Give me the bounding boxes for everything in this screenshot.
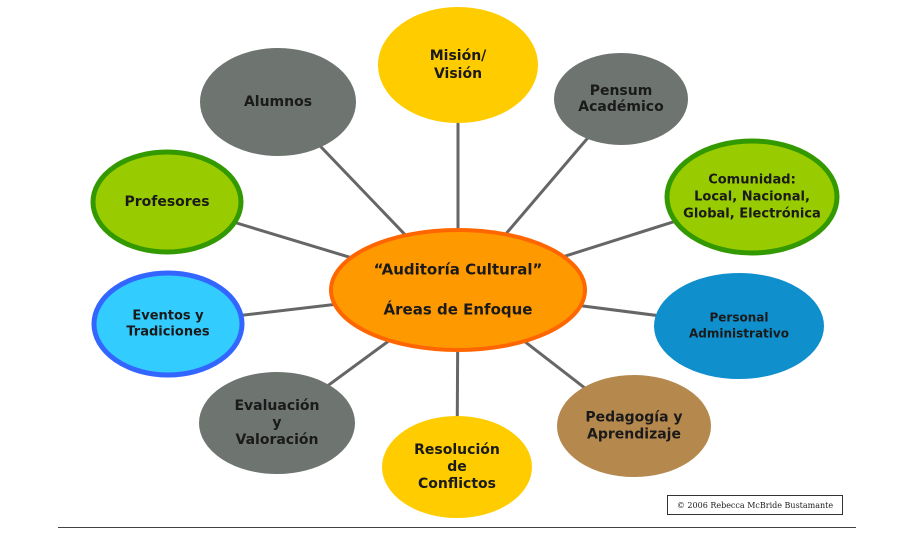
copyright-notice: © 2006 Rebecca McBride Bustamante [667, 495, 843, 515]
node-evaluacion-valoracion-label-line-2: y [272, 415, 281, 431]
center-node: “Auditoría Cultural” Áreas de Enfoque [329, 228, 587, 352]
node-pedagogia-aprendizaje-label-line-2: Aprendizaje [587, 427, 681, 443]
bottom-divider [58, 527, 856, 528]
node-evaluacion-valoracion-label-line-3: Valoración [236, 432, 319, 448]
center-node-label-line-3: Áreas de Enfoque [384, 300, 533, 319]
center-node-shape [329, 228, 587, 352]
node-eventos-tradiciones-label-line-1: Eventos y [132, 309, 204, 324]
node-pedagogia-aprendizaje-shape [557, 375, 711, 477]
node-evaluacion-valoracion-label-line-1: Evaluación [234, 398, 319, 414]
center-node-label-line-1: “Auditoría Cultural” [374, 261, 543, 279]
node-evaluacion-valoracion-shape [199, 372, 355, 474]
node-alumnos: Alumnos [200, 48, 356, 156]
node-resolucion-conflictos-shape [382, 416, 532, 518]
node-resolucion-conflictos-label-line-2: de [447, 459, 467, 475]
node-pensum-academico-shape [554, 53, 688, 145]
nodes: Misión/VisiónPensumAcadémicoComunidad:Lo… [90, 7, 840, 518]
node-eventos-tradiciones-shape [91, 270, 245, 378]
node-personal-administrativo-label-line-2: Administrativo [689, 327, 789, 341]
node-pensum-academico-label-line-1: Pensum [590, 83, 653, 99]
node-profesores-shape [90, 149, 244, 255]
node-personal-administrativo-label-line-1: Personal [710, 311, 769, 325]
node-comunidad-label-line-3: Global, Electrónica [683, 207, 821, 222]
node-mision-vision-label-line-2: Visión [434, 66, 482, 82]
node-profesores: Profesores [90, 149, 244, 255]
node-comunidad-shape [664, 138, 840, 256]
node-personal-administrativo-shape [654, 273, 824, 379]
node-resolucion-conflictos-label-line-1: Resolución [414, 442, 500, 458]
node-alumnos-shape [200, 48, 356, 156]
node-alumnos-label-line-1: Alumnos [244, 94, 312, 110]
node-mision-vision: Misión/Visión [378, 7, 538, 123]
node-comunidad: Comunidad: Local, Nacional, Global, Electr… [664, 138, 840, 256]
node-eventos-tradiciones-label-line-2: Tradiciones [126, 325, 210, 340]
node-comunidad-label-line-1: Comunidad: [708, 173, 796, 188]
node-pedagogia-aprendizaje-label-line-1: Pedagogía y [585, 410, 682, 426]
node-resolucion-conflictos-label-line-3: Conflictos [418, 476, 496, 492]
node-mision-vision-label-line-1: Misión/ [430, 48, 487, 64]
node-mision-vision-shape [378, 7, 538, 123]
node-profesores-label-line-1: Profesores [124, 194, 209, 210]
node-pensum-academico-label-line-2: Académico [578, 99, 664, 115]
node-comunidad-label-line-2: Local, Nacional, [694, 190, 810, 205]
